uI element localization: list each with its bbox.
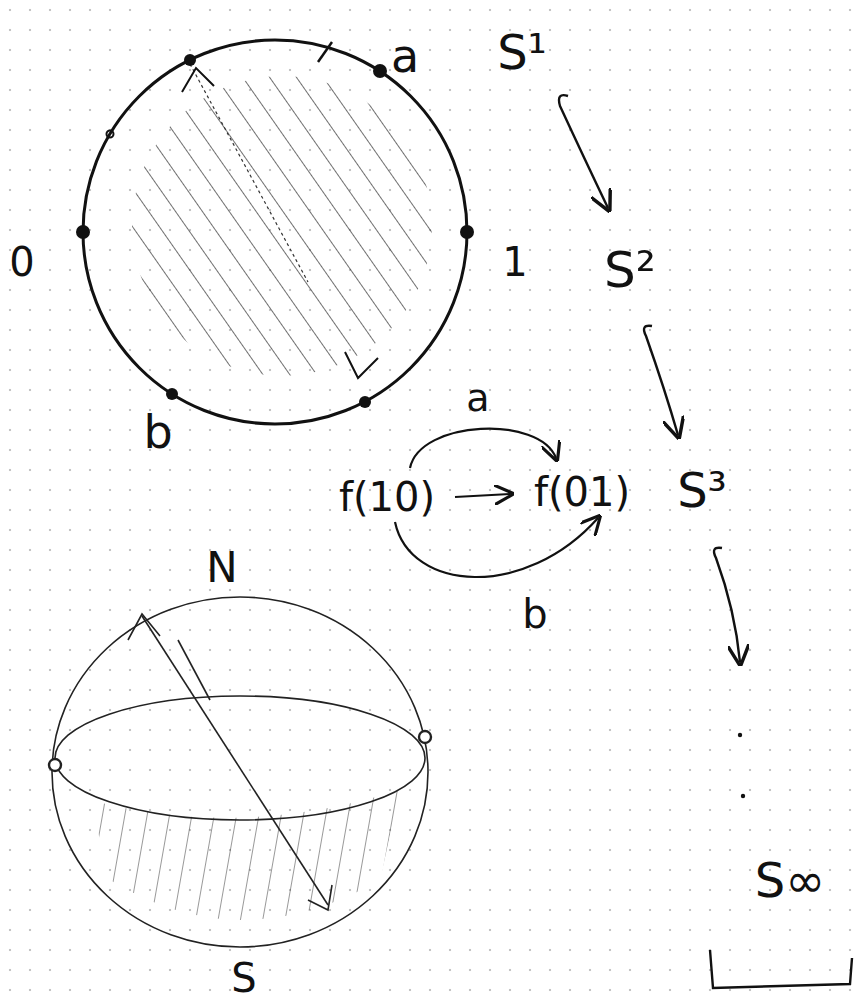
disk	[76, 40, 474, 424]
ellipsis-dot	[738, 733, 742, 737]
math-label: S∞	[755, 856, 825, 904]
math-label: S²	[604, 245, 656, 295]
sphere	[49, 597, 431, 960]
math-label: S	[231, 958, 256, 998]
math-label: 1	[502, 242, 527, 282]
math-label: S¹	[497, 28, 547, 76]
math-label: a	[466, 379, 489, 417]
ellipsis-dot	[741, 794, 745, 798]
math-label: b	[143, 409, 172, 455]
math-label: f(01)	[534, 472, 630, 512]
math-label: a	[391, 33, 419, 79]
math-label: N	[206, 547, 237, 589]
math-label: f(10)	[339, 477, 435, 517]
math-label: 0	[9, 242, 34, 282]
math-label: b	[522, 594, 547, 634]
math-label: S³	[677, 466, 727, 514]
inclusion-arrows	[559, 95, 852, 988]
